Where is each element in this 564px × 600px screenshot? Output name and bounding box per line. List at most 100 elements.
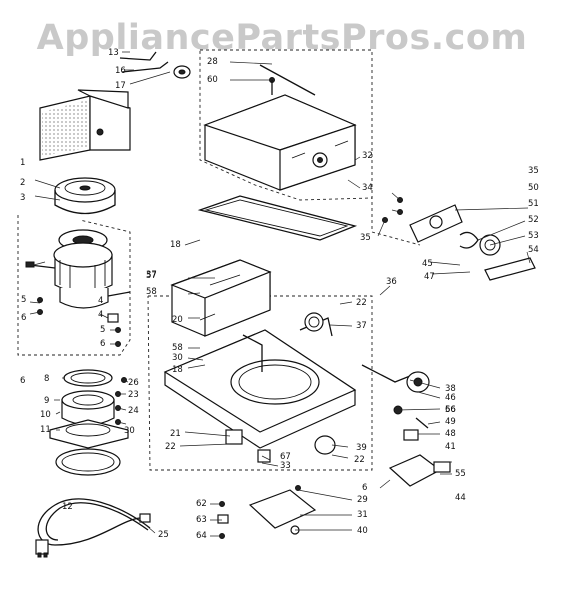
control-knob-hole <box>429 215 443 229</box>
callout-49: 49 <box>445 417 456 427</box>
cover-group-outline <box>199 49 373 201</box>
capacitor-39 <box>314 435 336 455</box>
base-opening <box>230 359 320 405</box>
callout-9: 9 <box>44 396 49 406</box>
callout-5b: 5 <box>100 325 105 335</box>
callout-57: 57 <box>146 271 157 281</box>
callout-55: 55 <box>455 469 466 479</box>
callout-18b: 18 <box>172 365 183 375</box>
callout-41: 41 <box>445 442 456 452</box>
gasket-stack <box>49 369 129 476</box>
fan-disc-inner <box>64 180 106 196</box>
fan-hub <box>79 185 91 191</box>
callout-66: 66 <box>445 405 456 415</box>
switch-ring-37 <box>304 312 324 332</box>
callout-64: 64 <box>196 531 207 541</box>
cord-plug-prong-b <box>43 552 48 558</box>
hopper-assembly <box>170 259 272 337</box>
callout-26: 26 <box>128 378 139 388</box>
callout-46: 46 <box>445 393 456 403</box>
gasket-frame <box>197 195 358 241</box>
callout-10: 10 <box>40 410 51 420</box>
watermark-text: AppliancePartsPros.com <box>36 18 528 58</box>
latch-38 <box>361 364 411 383</box>
callout-18a: 18 <box>170 240 181 250</box>
callout-60: 60 <box>207 75 218 85</box>
bracket-4 <box>107 313 119 323</box>
base-group-outline <box>147 295 373 471</box>
power-cord-part-12 <box>35 498 151 558</box>
cap-55 <box>433 461 451 473</box>
cord-strain-relief <box>139 513 151 523</box>
callout-22a: 22 <box>165 442 176 452</box>
gasket-ring-large <box>55 448 121 476</box>
callout-48: 48 <box>445 429 456 439</box>
callout-37b: 37 <box>356 321 367 331</box>
knob-53-inner <box>484 239 496 251</box>
hopper-front <box>204 271 271 337</box>
callout-30a: 30 <box>124 426 135 436</box>
base-opening-inner <box>238 364 312 400</box>
callout-35a: 35 <box>528 166 539 176</box>
motor-group-outline <box>17 215 131 356</box>
cord-loop-2 <box>45 502 149 541</box>
housing-part-9-inner <box>72 394 104 406</box>
callout-34: 34 <box>362 183 373 193</box>
screw-5a <box>37 297 43 303</box>
hopper-details <box>199 274 241 321</box>
callout-63: 63 <box>196 515 207 525</box>
callout-39: 39 <box>356 443 367 453</box>
right-lower-parts <box>361 364 451 487</box>
cord-plug-prong-a <box>37 552 42 558</box>
callout-54: 54 <box>528 245 539 255</box>
callout-58a: 58 <box>146 287 157 297</box>
cord-plug <box>35 539 49 555</box>
filter-clips-assembly <box>119 51 191 79</box>
callout-29: 29 <box>357 495 368 505</box>
callout-21: 21 <box>170 429 181 439</box>
control-panel-assembly <box>382 197 536 281</box>
clip-63 <box>217 514 229 524</box>
cord-loop <box>37 498 151 546</box>
screw-29 <box>295 485 301 491</box>
cover-knob-center <box>317 157 323 163</box>
callout-8: 8 <box>44 374 49 384</box>
callout-13: 13 <box>108 48 119 58</box>
callout-22c: 22 <box>354 455 365 465</box>
switch-ring-inner <box>308 316 320 328</box>
callout-33: 33 <box>280 461 291 471</box>
callout-31: 31 <box>357 510 368 520</box>
callout-44: 44 <box>455 493 466 503</box>
switch-21 <box>225 429 243 445</box>
callout-38: 38 <box>445 384 456 394</box>
callout-23: 23 <box>128 390 139 400</box>
ring-part-8-inner <box>70 372 106 384</box>
gasket-ring-large-inner <box>61 452 115 472</box>
top-cover-assembly <box>203 64 357 191</box>
callout-51: 51 <box>528 199 539 209</box>
gasket-frame-inner <box>204 199 349 237</box>
filter-hole <box>96 128 104 136</box>
motor-body-top <box>53 242 113 268</box>
bracket-52 <box>459 231 479 249</box>
filter-bracket <box>39 89 131 161</box>
gasket-frame-part-18 <box>197 195 358 241</box>
callout-62: 62 <box>196 499 207 509</box>
callout-50: 50 <box>528 183 539 193</box>
callout-4b: 4 <box>98 296 103 306</box>
callout-45: 45 <box>422 259 433 269</box>
filter-panel-top <box>77 89 129 109</box>
bracket-44 <box>388 454 442 487</box>
lower-middle-parts <box>217 429 336 539</box>
callout-6c: 6 <box>20 376 25 386</box>
knob-center <box>178 69 186 75</box>
callout-11: 11 <box>40 425 51 435</box>
callout-2: 2 <box>20 178 25 188</box>
motor-lead <box>107 291 131 297</box>
clip-part-13 <box>119 51 157 61</box>
base-plate-assembly <box>163 312 357 449</box>
motor-ribs <box>59 260 106 292</box>
callout-47: 47 <box>424 272 435 282</box>
callout-40: 40 <box>357 526 368 536</box>
